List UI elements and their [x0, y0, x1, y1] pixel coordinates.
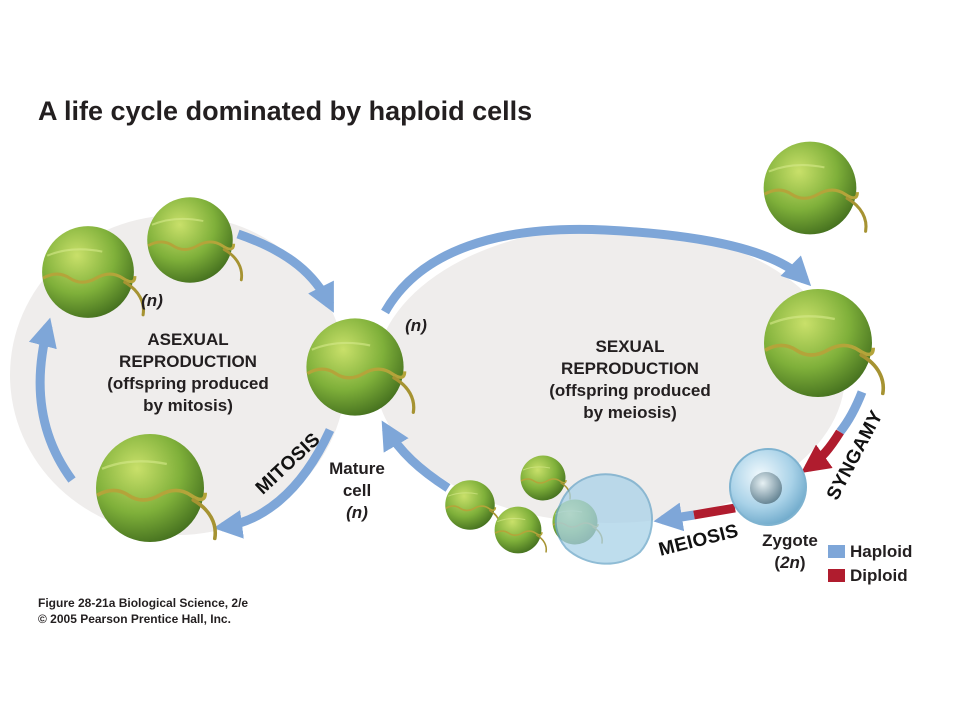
mature-ploidy-top: n [411, 316, 421, 335]
mature-cell-label-2: cell [343, 481, 371, 500]
zygote-cell [729, 448, 807, 526]
asexual-ploidy: n [147, 291, 157, 310]
sexual-subtitle-2: by meiosis) [583, 403, 677, 422]
asexual-subtitle-2: by mitosis) [143, 396, 233, 415]
zygote-label: Zygote [762, 531, 818, 550]
credit-line-2: © 2005 Pearson Prentice Hall, Inc. [38, 612, 231, 626]
arrow-offspring-to-mature [381, 420, 451, 492]
gamete-pair-cell [762, 287, 886, 399]
zygote-wall [554, 473, 653, 565]
arrow-top-sexual [381, 224, 812, 315]
arrow-meiosis-haploid [653, 502, 695, 532]
legend-diploid-label: Diploid [850, 566, 908, 585]
arrow-up-left [28, 317, 76, 483]
asexual-title-2: REPRODUCTION [119, 352, 257, 371]
sexual-loop-bg [375, 227, 845, 523]
credit-line-1: Figure 28-21a Biological Science, 2/e [38, 596, 249, 610]
arrow-meiosis-diploid [693, 503, 736, 520]
asexual-subtitle-1: (offspring produced [107, 374, 268, 393]
sexual-title-2: REPRODUCTION [561, 359, 699, 378]
mature-cell-label-1: Mature [329, 459, 385, 478]
meiosis-label: MEIOSIS [657, 521, 741, 561]
arrow-syngamy-diploid [800, 429, 844, 474]
svg-text:(n): (n) [346, 503, 368, 522]
zygote-ploidy: 2n [779, 553, 800, 572]
legend-haploid-label: Haploid [850, 542, 912, 561]
gamete-cell-top [762, 140, 868, 236]
svg-text:(n): (n) [405, 316, 427, 335]
sexual-title: SEXUAL [596, 337, 665, 356]
diagram-title: A life cycle dominated by haploid cells [38, 96, 533, 126]
asexual-title: ASEXUAL [147, 330, 228, 349]
arrow-mitosis [213, 428, 335, 539]
legend-haploid-swatch [828, 545, 845, 558]
figure-credit: Figure 28-21a Biological Science, 2/e © … [38, 595, 248, 627]
mature-ploidy: n [352, 503, 362, 522]
legend-diploid-swatch [828, 569, 845, 582]
svg-text:(n): (n) [141, 291, 163, 310]
sexual-subtitle-1: (offspring produced [549, 381, 710, 400]
arrow-cell-to-mature [236, 229, 335, 313]
svg-text:(2n): (2n) [774, 553, 805, 572]
arrow-syngamy-haploid [836, 390, 867, 435]
